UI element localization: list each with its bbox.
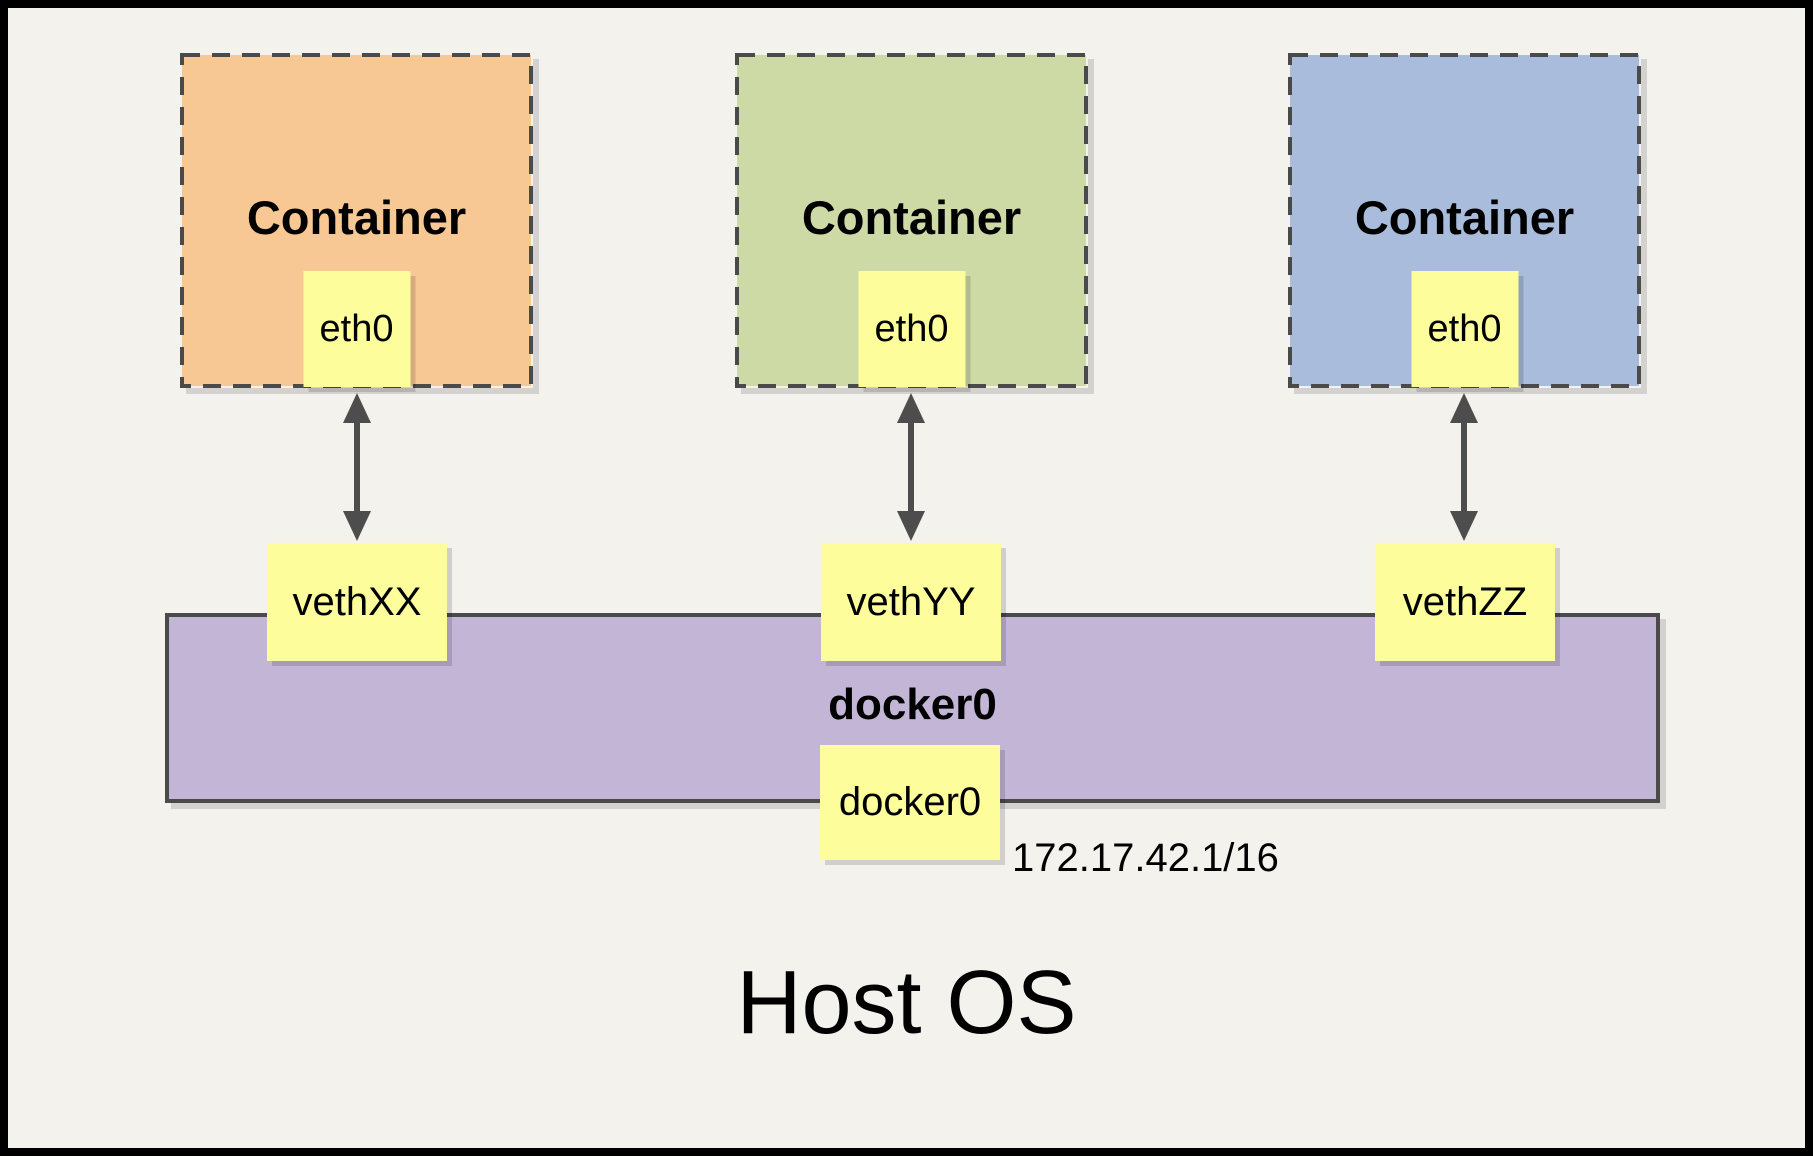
host-os-title: Host OS <box>736 953 1077 1053</box>
container-label: Container <box>1354 191 1575 244</box>
container-box: Container eth0 <box>1288 53 1641 388</box>
bridge-ip-address: 172.17.42.1/16 <box>1012 836 1279 880</box>
docker0-interface-label: docker0 <box>838 780 982 824</box>
container-box: Container eth0 <box>180 53 533 388</box>
eth0-interface-box: eth0 <box>858 271 965 387</box>
eth0-label: eth0 <box>319 307 394 350</box>
double-arrow-icon <box>1450 393 1478 541</box>
container-label: Container <box>801 191 1022 244</box>
docker0-interface-box: docker0 <box>820 745 1000 860</box>
veth-label: vethZZ <box>1402 579 1528 624</box>
container-label: Container <box>246 191 467 244</box>
eth0-interface-box: eth0 <box>303 271 410 387</box>
eth0-label: eth0 <box>874 307 949 350</box>
veth-label: vethYY <box>846 579 976 624</box>
container-box: Container eth0 <box>735 53 1088 388</box>
docker0-bridge-label: docker0 <box>828 680 997 729</box>
double-arrow-icon <box>897 393 925 541</box>
double-arrow-icon <box>343 393 371 541</box>
veth-box: vethZZ <box>1375 543 1555 661</box>
veth-box: vethYY <box>821 543 1001 661</box>
veth-box: vethXX <box>267 543 447 661</box>
eth0-label: eth0 <box>1427 307 1502 350</box>
veth-label: vethXX <box>292 579 422 624</box>
eth0-interface-box: eth0 <box>1411 271 1518 387</box>
